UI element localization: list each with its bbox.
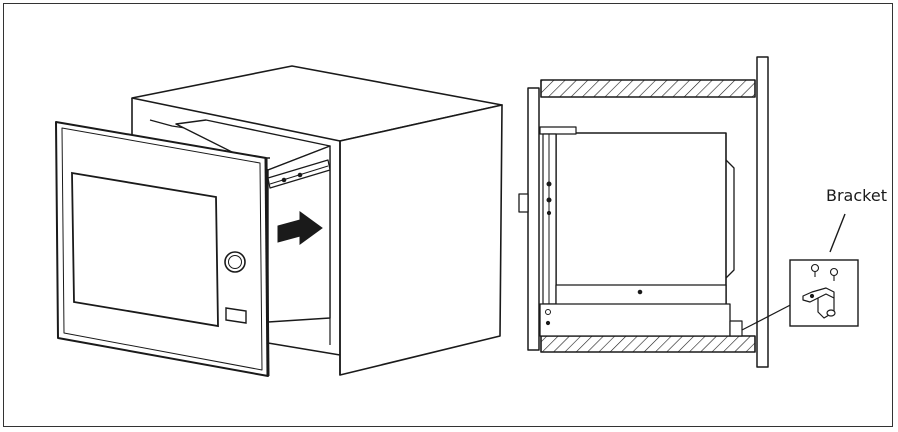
arrow-icon xyxy=(277,211,323,245)
figure-border xyxy=(3,3,893,427)
cross-section xyxy=(518,56,801,368)
bracket-icon xyxy=(802,287,836,319)
bracket-label: Bracket xyxy=(826,186,887,205)
knob-icon xyxy=(224,251,246,273)
cabinet-perspective xyxy=(131,65,503,376)
control-button xyxy=(225,307,247,324)
screw-icon xyxy=(810,263,839,281)
oven-window xyxy=(71,171,219,328)
